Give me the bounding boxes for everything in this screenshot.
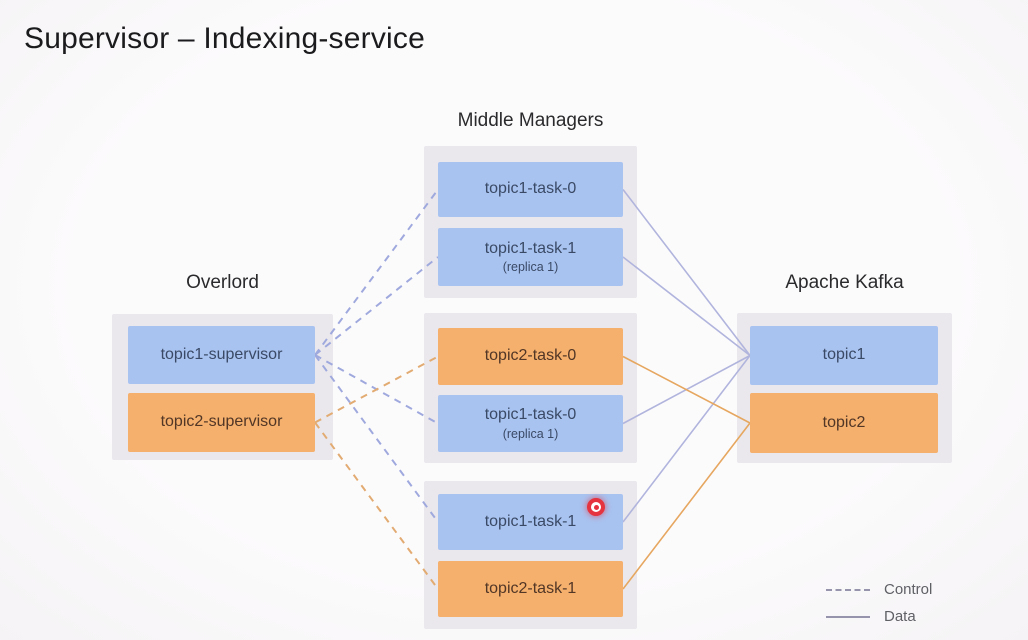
legend-row-data: Data [826, 603, 932, 630]
dashed-line-icon [826, 588, 870, 591]
node-label: topic2-task-0 [484, 347, 577, 365]
edge-mm1-topic1-task-1-to-kafka-topic1 [622, 256, 751, 357]
node-kafka-topic1: topic1 [750, 326, 938, 385]
node-label: topic1-task-0 [484, 406, 577, 424]
legend: Control Data [826, 576, 932, 630]
edge-topic2-supervisor-to-mm2-topic2-task-0 [314, 355, 439, 424]
node-label: topic1-task-1 [484, 239, 577, 257]
node-label: topic2-task-1 [484, 579, 577, 597]
legend-label-control: Control [884, 581, 933, 598]
node-topic1-supervisor: topic1-supervisor [128, 326, 315, 384]
node-label: topic1 [822, 346, 866, 364]
overlord-label: Overlord [186, 272, 259, 293]
solid-line-icon [826, 615, 870, 618]
node-mm2-topic1-task-0: topic1-task-0 (replica 1) [438, 395, 623, 452]
node-mm2-topic2-task-0: topic2-task-0 [438, 328, 623, 385]
node-mm1-topic1-task-1: topic1-task-1 (replica 1) [438, 228, 623, 286]
node-mm3-topic1-task-1: topic1-task-1 [438, 494, 623, 550]
node-label: topic2-supervisor [160, 413, 283, 431]
node-label: topic1-supervisor [160, 345, 283, 363]
page-title: Supervisor – Indexing-service [24, 22, 425, 55]
edge-topic1-supervisor-to-mm1-topic1-task-1 [314, 256, 439, 356]
edge-mm2-topic1-task-0-to-kafka-topic1 [622, 354, 751, 425]
node-topic2-supervisor: topic2-supervisor [128, 393, 315, 452]
edge-mm1-topic1-task-0-to-kafka-topic1 [622, 189, 751, 356]
edge-topic1-supervisor-to-mm3-topic1-task-1 [314, 354, 439, 523]
legend-label-data: Data [884, 608, 916, 625]
edge-mm3-topic2-task-1-to-kafka-topic2 [622, 422, 751, 590]
edge-mm2-topic2-task-0-to-kafka-topic2 [622, 355, 751, 424]
edge-topic1-supervisor-to-mm2-topic1-task-0 [314, 354, 439, 425]
recording-dot-icon [587, 498, 605, 516]
edge-mm3-topic1-task-1-to-kafka-topic1 [622, 355, 751, 523]
edge-topic1-supervisor-to-mm1-topic1-task-0 [314, 188, 439, 356]
node-sublabel: (replica 1) [502, 426, 559, 441]
edge-topic2-supervisor-to-mm3-topic2-task-1 [314, 421, 439, 590]
node-sublabel: (replica 1) [502, 260, 559, 274]
apache-kafka-label: Apache Kafka [785, 272, 904, 293]
node-kafka-topic2: topic2 [750, 393, 938, 453]
recording-dot-center [593, 504, 599, 510]
middle-managers-label: Middle Managers [457, 110, 604, 131]
legend-row-control: Control [826, 576, 932, 603]
node-label: topic2 [822, 413, 866, 431]
node-label: topic1-task-1 [484, 512, 577, 530]
node-mm1-topic1-task-0: topic1-task-0 [438, 162, 623, 217]
node-mm3-topic2-task-1: topic2-task-1 [438, 561, 623, 617]
node-label: topic1-task-0 [484, 180, 577, 198]
